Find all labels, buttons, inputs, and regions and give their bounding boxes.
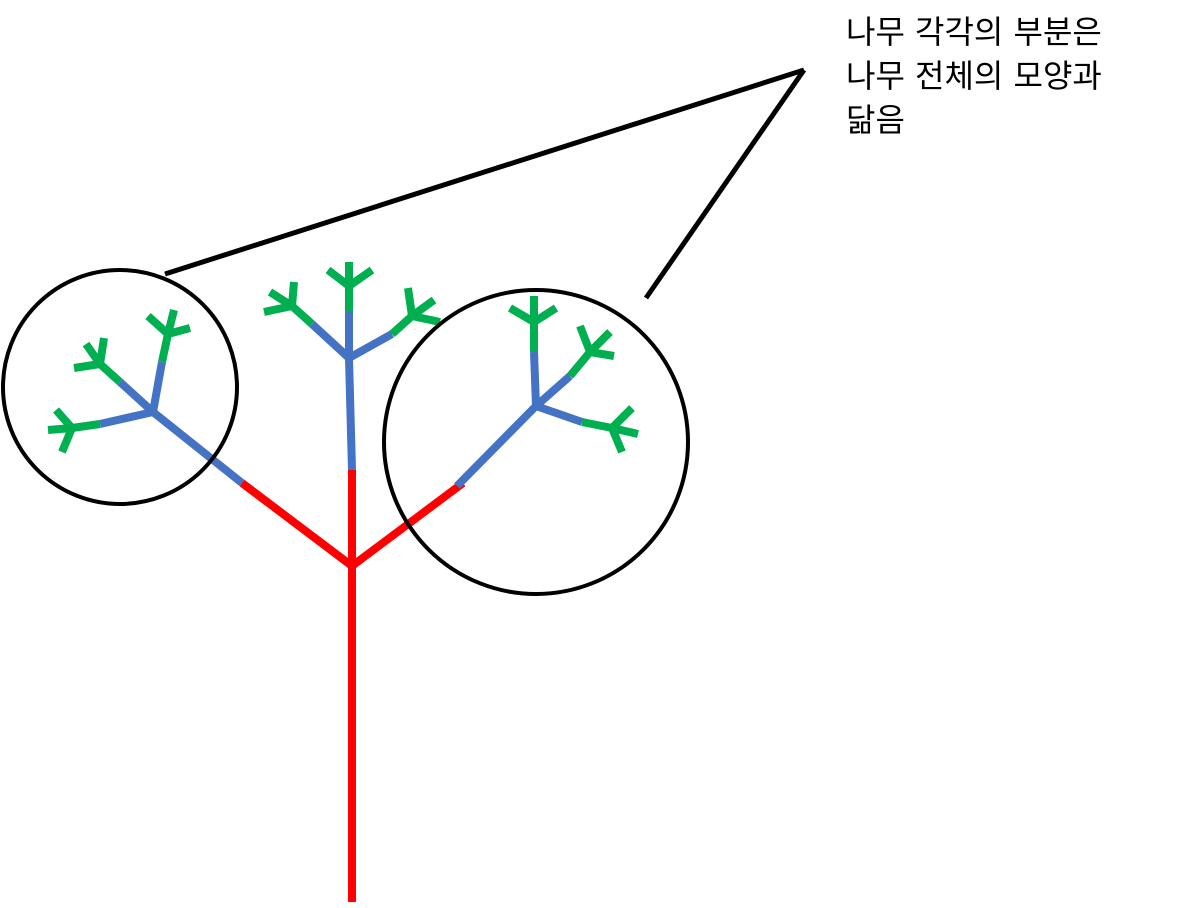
twig <box>96 337 108 365</box>
annotation-line-1: 나무 각각의 부분은 <box>846 13 1102 51</box>
branch-right-a <box>530 351 540 407</box>
branch-left-stem <box>150 408 245 487</box>
twig <box>346 266 375 290</box>
twig <box>576 324 594 354</box>
twig <box>389 313 415 337</box>
branch-right-stem <box>454 403 539 489</box>
branch-right-c <box>534 402 584 426</box>
branch-center-a <box>309 321 352 361</box>
highlight-circle-left <box>1 268 239 506</box>
trunk-level <box>239 470 466 902</box>
twig <box>58 426 76 454</box>
branch-level <box>99 312 584 489</box>
highlight-circles <box>1 268 690 596</box>
callout-line-left <box>164 67 805 277</box>
twig <box>608 426 626 454</box>
twig-level <box>47 262 639 454</box>
trunk-branch-left <box>239 479 355 570</box>
annotation-line-3: 닮음 <box>846 101 905 139</box>
twig <box>589 348 615 360</box>
branch-right-b <box>533 373 573 409</box>
branch-left-b <box>117 379 156 415</box>
twig <box>71 420 101 432</box>
twig <box>166 324 192 338</box>
branch-center-stem <box>345 357 356 471</box>
twig <box>566 349 594 379</box>
twig <box>158 333 172 363</box>
branch-left-c <box>149 361 166 413</box>
annotation-line-2: 나무 전체의 모양과 <box>846 57 1102 95</box>
twig <box>289 303 315 327</box>
twig <box>404 287 416 317</box>
twig <box>531 304 559 326</box>
twig <box>581 418 613 432</box>
callout-lines <box>164 67 807 300</box>
callout-line-right <box>643 68 807 300</box>
highlight-circle-right <box>382 288 690 596</box>
annotation-text: 나무 각각의 부분은 나무 전체의 모양과 닮음 <box>846 10 1186 142</box>
twig <box>53 407 75 431</box>
branch-center-c <box>347 330 394 362</box>
twig <box>97 361 123 385</box>
twig <box>288 281 298 307</box>
twig <box>411 312 441 326</box>
branch-left-a <box>99 408 154 428</box>
